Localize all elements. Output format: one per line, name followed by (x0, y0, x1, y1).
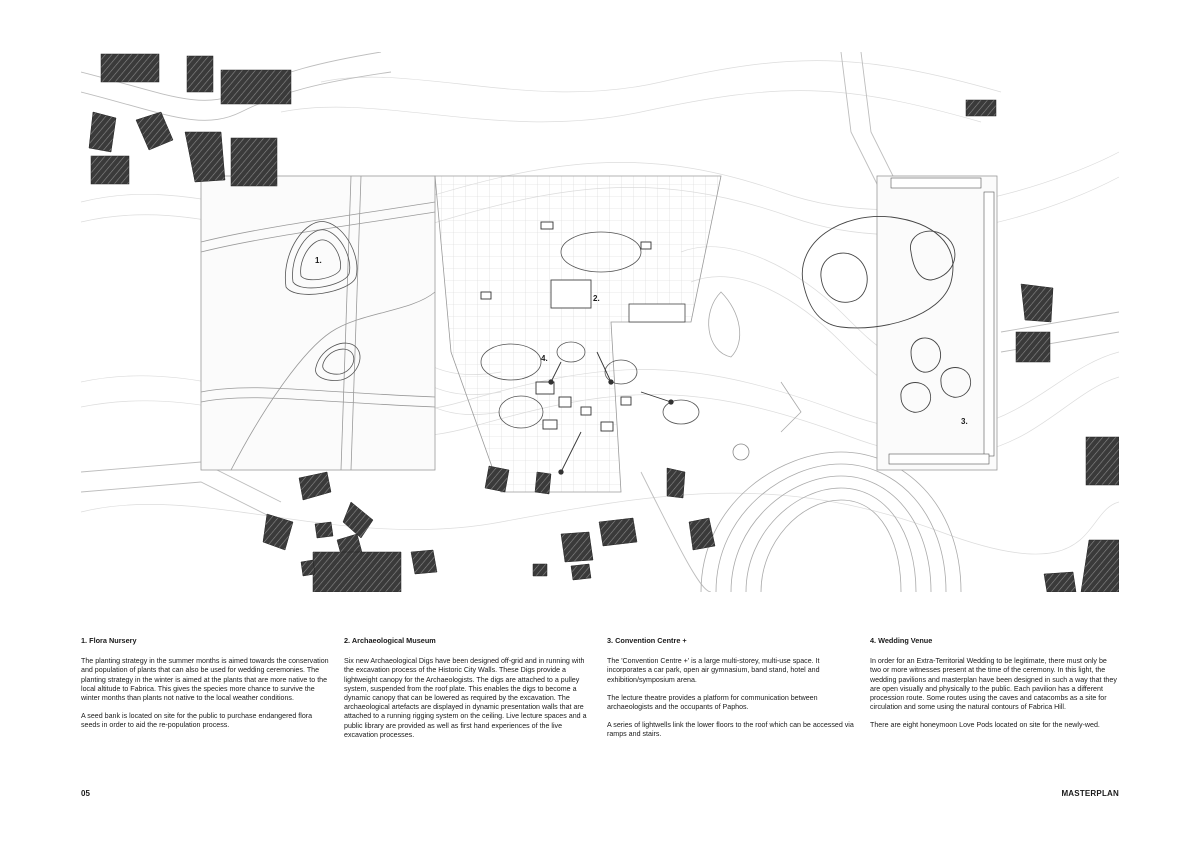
archaeological-digs (480, 231, 700, 429)
museum-entrance (628, 303, 686, 323)
dig-canopies (480, 221, 652, 432)
section-flora-nursery: 1. Flora Nursery The planting strategy i… (81, 636, 329, 740)
masterplan-drawing: 1. 2. 3. 4. (81, 52, 1119, 592)
section-paragraph: The planting strategy in the summer mont… (81, 657, 329, 703)
section-paragraph: A seed bank is located on site for the p… (81, 712, 313, 730)
section-title: 2. Archaeological Museum (344, 636, 436, 645)
section-paragraph: The lecture theatre provides a platform … (607, 693, 818, 712)
section-paragraph: In order for an Extra-Territorial Weddin… (870, 657, 1117, 712)
section-archaeological-museum: 2. Archaeological Museum Six new Archaeo… (344, 636, 592, 749)
section-paragraph: The 'Convention Centre +' is a large mul… (607, 657, 820, 684)
section-convention-centre: 3. Convention Centre + The 'Convention C… (607, 636, 855, 749)
museum-building (550, 279, 592, 309)
section-title: 3. Convention Centre + (607, 636, 687, 645)
love-pods (888, 177, 995, 465)
nursery-paths (200, 175, 436, 471)
section-wedding-venue: 4. Wedding Venue In order for an Extra-T… (870, 636, 1118, 740)
archaeological-museum-site (434, 175, 722, 493)
section-paragraph: Six new Archaeological Digs have been de… (344, 657, 587, 739)
plan-label-wedding-venue: 3. (961, 417, 968, 426)
convention-centre (700, 291, 962, 592)
section-paragraph: There are eight honeymoon Love Pods loca… (870, 721, 1100, 730)
flora-nursery-site (200, 175, 436, 471)
existing-buildings (88, 53, 1119, 592)
section-paragraph: A series of lightwells link the lower fl… (607, 721, 854, 739)
plan-label-archaeological-museum: 2. (593, 294, 600, 303)
section-title: 4. Wedding Venue (870, 636, 933, 645)
section-title: 1. Flora Nursery (81, 636, 137, 645)
pulley-lines (548, 351, 674, 475)
plan-label-flora-nursery: 1. (315, 256, 322, 265)
nursery-beds (284, 221, 361, 381)
band-stand (732, 443, 750, 461)
page-title: MASTERPLAN (1061, 789, 1119, 798)
page-number: 05 (81, 789, 90, 798)
plan-label-convention-centre: 4. (541, 354, 548, 363)
wedding-pavilions (801, 216, 971, 413)
